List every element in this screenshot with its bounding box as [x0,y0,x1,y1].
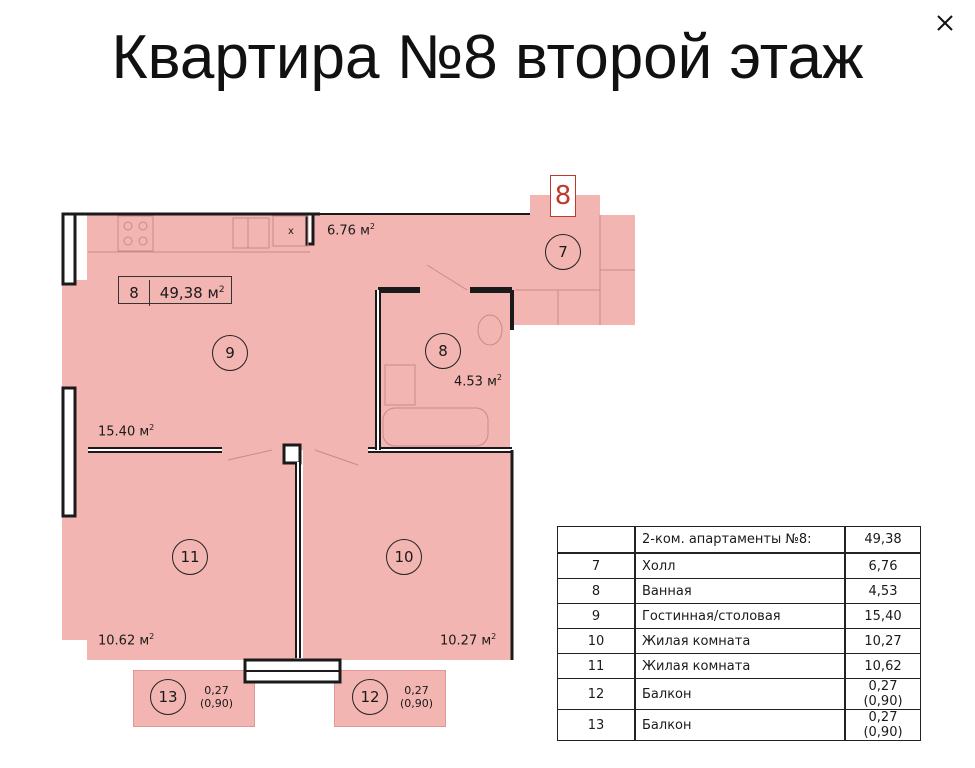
cell-value: 4,53 [844,578,921,604]
room-11-number: 11 [172,539,208,575]
close-icon [937,15,953,31]
header-value: 49,38 [844,526,921,554]
cell-value: 10,27 [844,628,921,654]
room-9-area-label: 15.40 м2 [98,423,154,439]
cell-num: 13 [557,709,636,741]
cell-name: Балкон [634,678,846,710]
cell-name: Балкон [634,709,846,741]
cell-num: 12 [557,678,636,710]
fridge-mark: x [288,226,294,237]
area-text: 10.27 м [440,633,492,649]
close-button[interactable] [933,11,957,35]
cell-num: 9 [557,603,636,629]
room-7-number: 7 [545,234,581,270]
cell-num: 8 [557,578,636,604]
cell-name: Жилая комната [634,653,846,679]
sup: 2 [369,222,375,231]
cell-name: Жилая комната [634,628,846,654]
cell-num: 10 [557,628,636,654]
room-13-number: 13 [150,679,186,715]
sup: 2 [496,373,502,382]
cell-value: 0,27 (0,90) [844,678,921,710]
room-7-area-label: 6.76 м2 [327,222,375,238]
area-text: 10.62 м [98,633,150,649]
apartment-badge: 8 49,38 м2 [118,276,232,306]
room-13-area-label: 0,27 (0,90) [200,684,233,710]
cell-num: 11 [557,653,636,679]
apartment-area: 49,38 м [159,284,219,302]
area-line: (0,90) [200,697,234,710]
sup: 2 [218,285,225,295]
area-line: (0,90) [400,697,434,710]
sup: 2 [491,632,497,641]
sup: 2 [149,632,155,641]
page-title: Квартира №8 второй этаж [111,23,864,92]
apartment-number: 8 [119,280,150,306]
room-10-number: 10 [386,539,422,575]
room-9-number: 9 [212,335,248,371]
cell-num: 7 [557,552,636,579]
header-num [557,526,636,554]
room-12-number: 12 [352,679,388,715]
room-8-number: 8 [425,333,461,369]
cell-value: 15,40 [844,603,921,629]
area-line: 0,27 [404,684,429,697]
table-header-row: 2-ком. апартаменты №8: 49,38 [557,526,921,554]
cell-value: 6,76 [844,552,921,579]
cell-name: Холл [634,552,846,579]
cell-value: 10,62 [844,653,921,679]
room-11-area-label: 10.62 м2 [98,632,154,648]
area-text: 6.76 м [327,223,370,239]
header-name: 2-ком. апартаменты №8: [634,526,846,554]
area-text: 15.40 м [98,424,150,440]
cell-name: Ванная [634,578,846,604]
room-10-area-label: 10.27 м2 [440,632,496,648]
room-8-area-label: 4.53 м2 [454,373,502,389]
area-text: 4.53 м [454,374,497,390]
room-12-area-label: 0,27 (0,90) [400,684,433,710]
entrance-badge: 8 [550,175,576,217]
area-line: 0,27 [204,684,229,697]
cell-value: 0,27 (0,90) [844,709,921,741]
cell-name: Гостинная/столовая [634,603,846,629]
sup: 2 [149,423,155,432]
